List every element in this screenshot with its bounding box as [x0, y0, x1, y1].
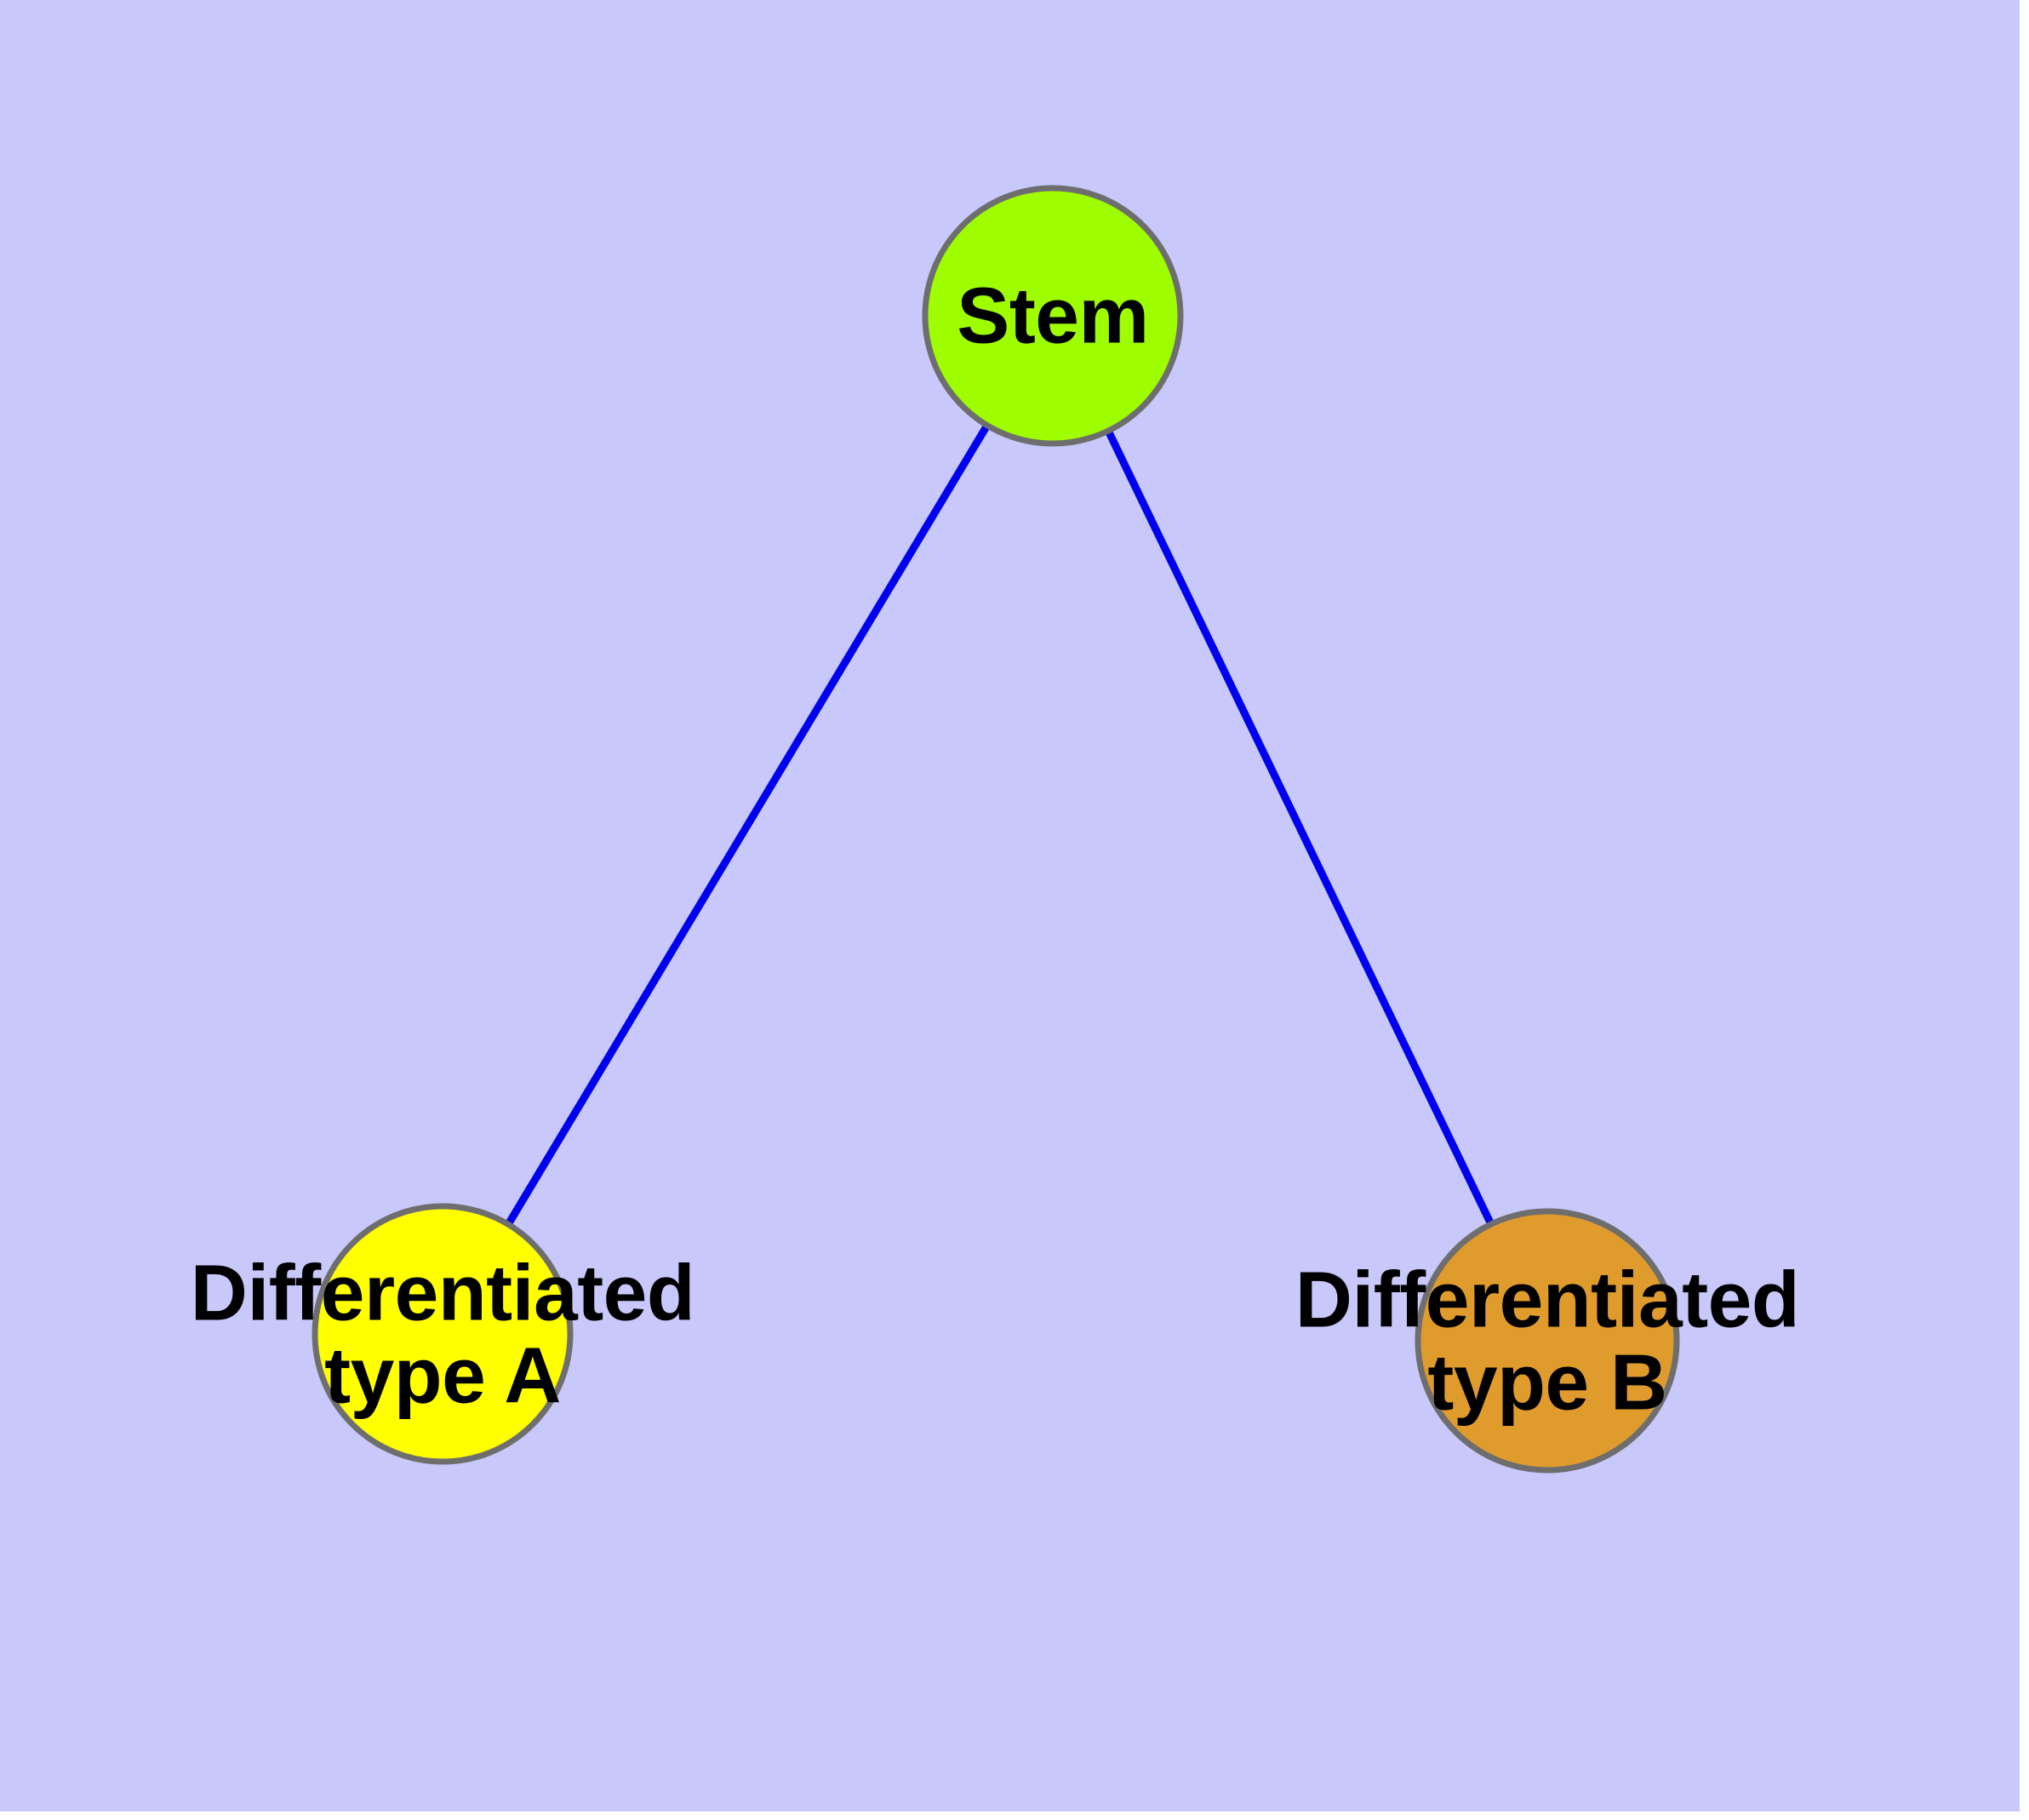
node-layer: [311, 185, 1680, 1474]
edge-layer: [439, 313, 1552, 1342]
graph-edge-stem-to-b: [1049, 314, 1552, 1342]
graph-node-diff_b[interactable]: [1415, 1208, 1680, 1474]
graph-node-stem[interactable]: [922, 185, 1184, 447]
graph-node-diff_a[interactable]: [311, 1203, 574, 1465]
graph-edge-stem-to-a: [439, 313, 1056, 1336]
